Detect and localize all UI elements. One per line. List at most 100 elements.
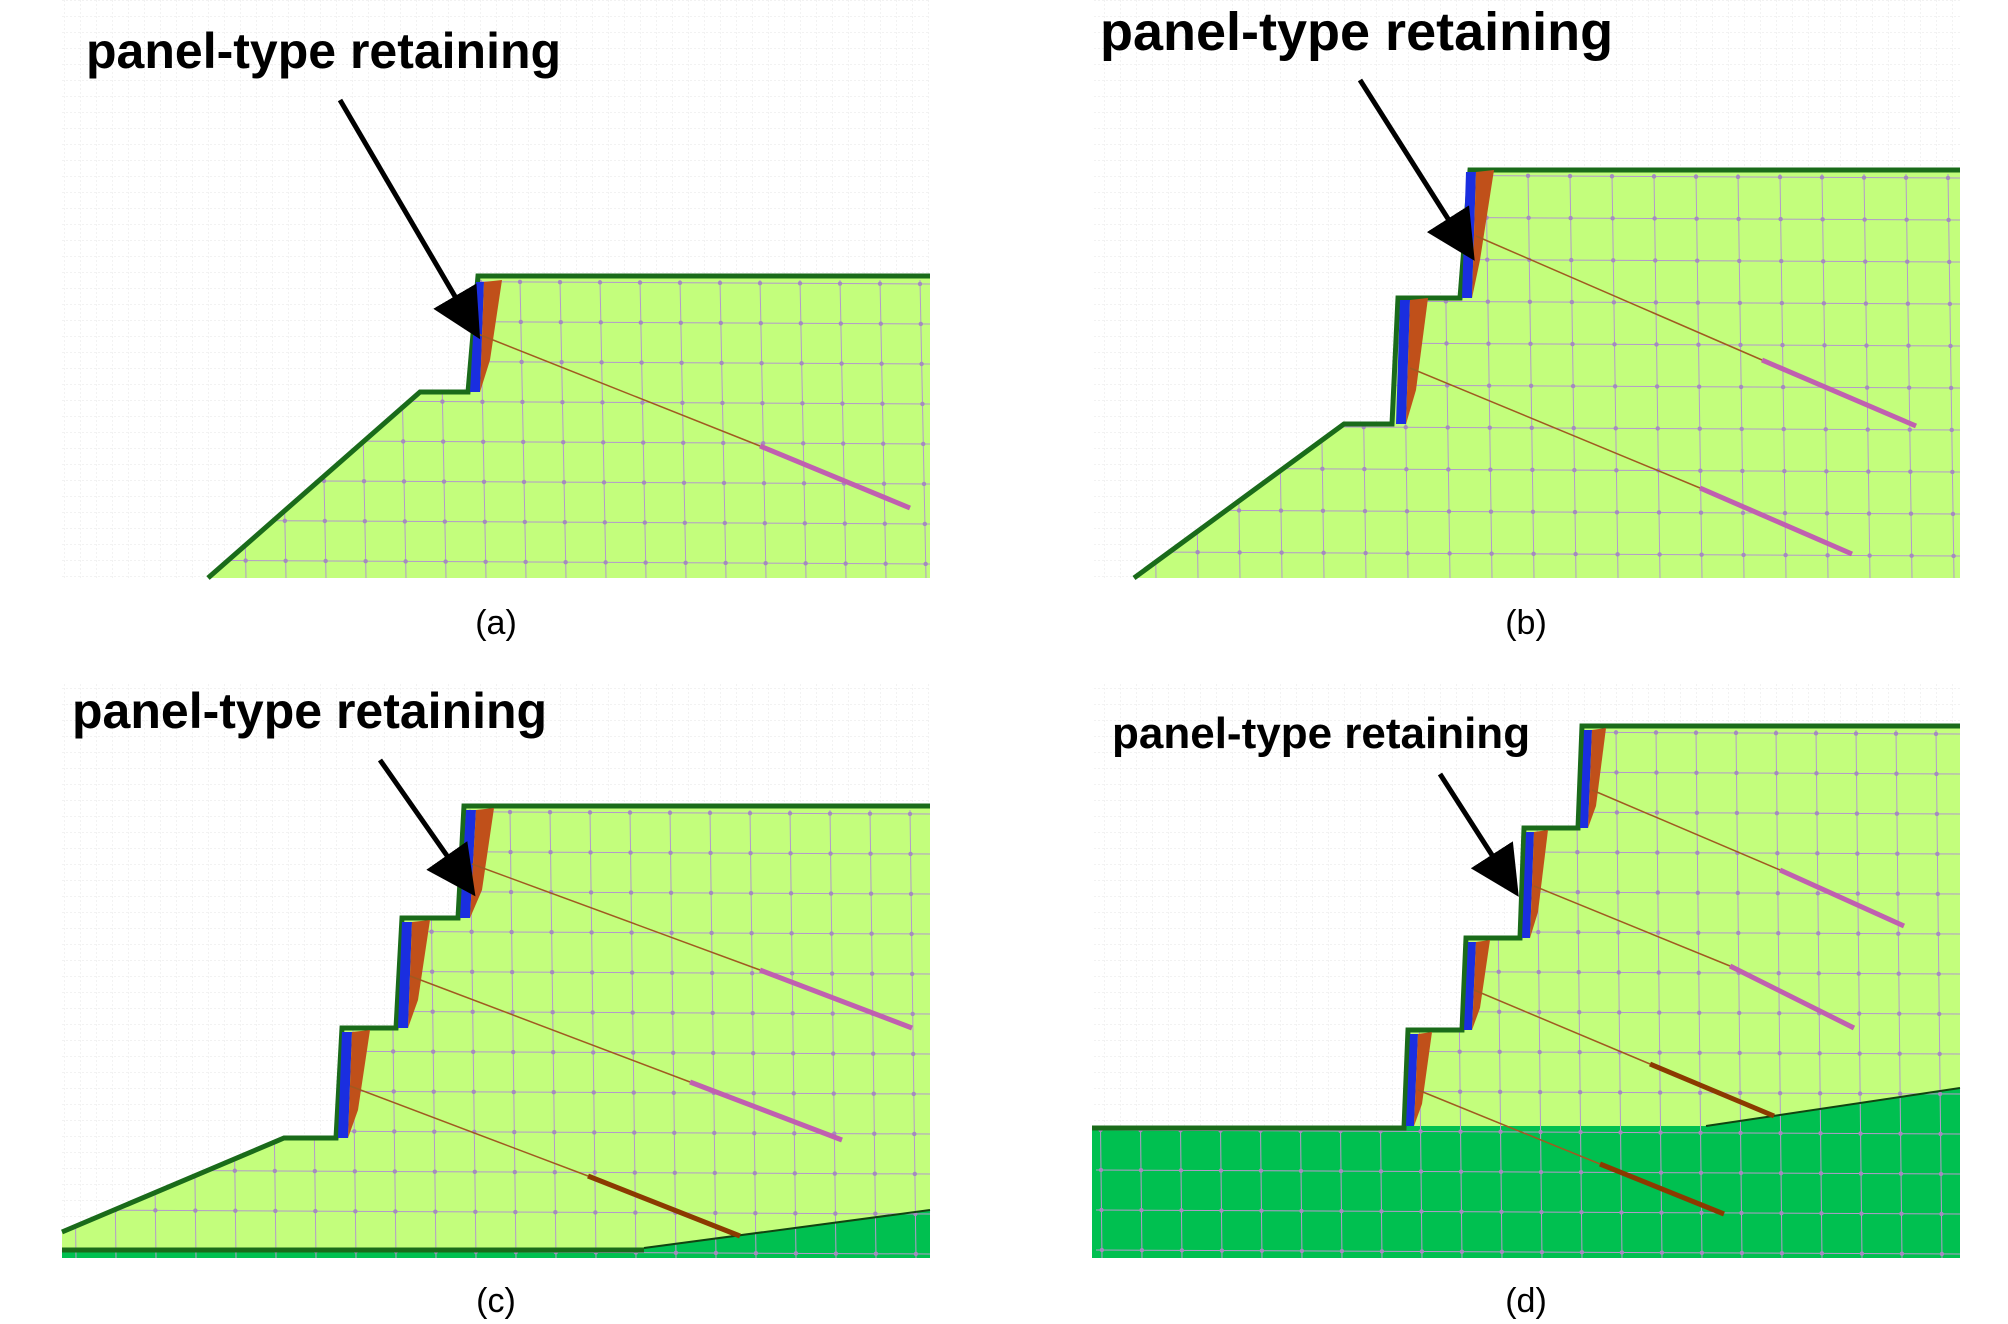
mesh-node (908, 891, 914, 897)
mesh-node (1656, 1010, 1662, 1015)
mesh-node (1739, 1250, 1745, 1256)
mesh-node (1403, 425, 1408, 430)
soil-lower-layer (62, 1210, 930, 1258)
mesh-node (1653, 300, 1659, 305)
mesh-node (911, 1051, 916, 1057)
mesh-node (1694, 770, 1699, 775)
mesh-node (628, 850, 633, 855)
mesh-node (911, 1091, 916, 1097)
mesh-node (868, 851, 873, 856)
mesh-node (482, 519, 488, 524)
pointer-arrow (377, 758, 476, 897)
mesh-node (593, 1210, 598, 1215)
mesh-node (1179, 1248, 1185, 1253)
mesh-node (1693, 174, 1699, 179)
mesh-node (797, 281, 803, 286)
mesh-node (1486, 383, 1492, 388)
mesh-node (1693, 730, 1699, 735)
mesh-node (1579, 1210, 1584, 1215)
mesh-node (831, 1091, 836, 1096)
mesh-node (793, 1251, 799, 1256)
mesh-node (833, 1251, 839, 1256)
mesh-node (352, 1169, 358, 1174)
mesh-node (519, 359, 524, 365)
mesh-node (1572, 509, 1578, 515)
mesh-node (1947, 259, 1952, 265)
mesh-node (1906, 343, 1911, 348)
mesh-node (753, 1250, 759, 1256)
mesh-node (549, 930, 554, 935)
panel-c: panel-type retaining (c) (61, 682, 931, 1320)
mesh-line (549, 809, 557, 1258)
mesh-node (1615, 890, 1621, 895)
mesh-node (1735, 890, 1741, 896)
mesh-node (1894, 771, 1899, 776)
mesh-node (1614, 770, 1619, 775)
mesh-node (1299, 1208, 1304, 1214)
mesh-node (921, 441, 926, 447)
mesh-node (919, 361, 924, 367)
mesh-node (602, 520, 608, 525)
mesh-line (719, 279, 727, 578)
mesh-node (1854, 811, 1860, 816)
mesh-node (599, 360, 604, 365)
mesh-node (1699, 1250, 1705, 1255)
mesh-line (509, 809, 517, 1258)
anchor-free-length (1409, 367, 1701, 489)
mesh-node (1538, 1169, 1544, 1175)
mesh-node (1538, 1129, 1543, 1135)
mesh-node (1819, 175, 1825, 180)
mesh-node (1698, 1170, 1704, 1175)
mesh-node (1780, 342, 1785, 348)
mesh-node (1614, 468, 1619, 473)
panel-label: panel-type retaining (1100, 2, 1613, 62)
mesh-node (1776, 970, 1781, 976)
mesh-node (553, 1210, 558, 1215)
mesh-line (669, 809, 677, 1258)
mesh-node (1611, 300, 1617, 305)
mesh-node (1178, 1168, 1184, 1173)
mesh-node (881, 481, 887, 486)
mesh-node (1458, 1169, 1464, 1174)
mesh-node (880, 401, 885, 406)
anchor-bond-length (759, 967, 913, 1031)
mesh-node (709, 930, 714, 936)
mesh-node (830, 1011, 835, 1016)
mesh-node (871, 1051, 876, 1056)
mesh-line (519, 279, 527, 578)
mesh-node (1862, 217, 1867, 222)
mesh-node (1237, 550, 1242, 555)
mesh-node (877, 281, 883, 286)
mesh-node (749, 970, 755, 976)
mesh-node (1948, 385, 1954, 391)
mesh-node (1568, 215, 1573, 221)
mesh-node (1696, 1010, 1702, 1015)
mesh-node (712, 1130, 717, 1136)
mesh-node (713, 1210, 718, 1216)
mesh-node (758, 320, 764, 326)
mesh-node (1659, 1250, 1665, 1255)
anchor-bond-length (587, 1173, 741, 1239)
mesh-node (708, 850, 713, 856)
mesh-node (1379, 1209, 1384, 1214)
mesh-node (1279, 550, 1284, 555)
mesh-node (1737, 300, 1743, 306)
mesh-node (1536, 969, 1541, 975)
mesh-line (749, 809, 757, 1258)
retaining-panel-b1 (1396, 298, 1428, 424)
mesh-node (508, 889, 514, 895)
mesh-node (1445, 425, 1450, 430)
anchor-free-length (1533, 885, 1731, 967)
mesh-node (750, 1010, 755, 1016)
mesh-node (1824, 469, 1829, 474)
mesh-node (668, 850, 673, 855)
anchor-free-length (349, 1085, 589, 1177)
anchor-bond-length (1649, 1061, 1775, 1119)
mesh-node (1863, 259, 1868, 264)
mesh-node (1855, 851, 1860, 856)
mesh-node (1736, 216, 1741, 222)
mesh-node (840, 401, 845, 406)
mesh-node (433, 1209, 438, 1214)
mesh-node (592, 1170, 598, 1175)
mesh-node (833, 1211, 838, 1216)
